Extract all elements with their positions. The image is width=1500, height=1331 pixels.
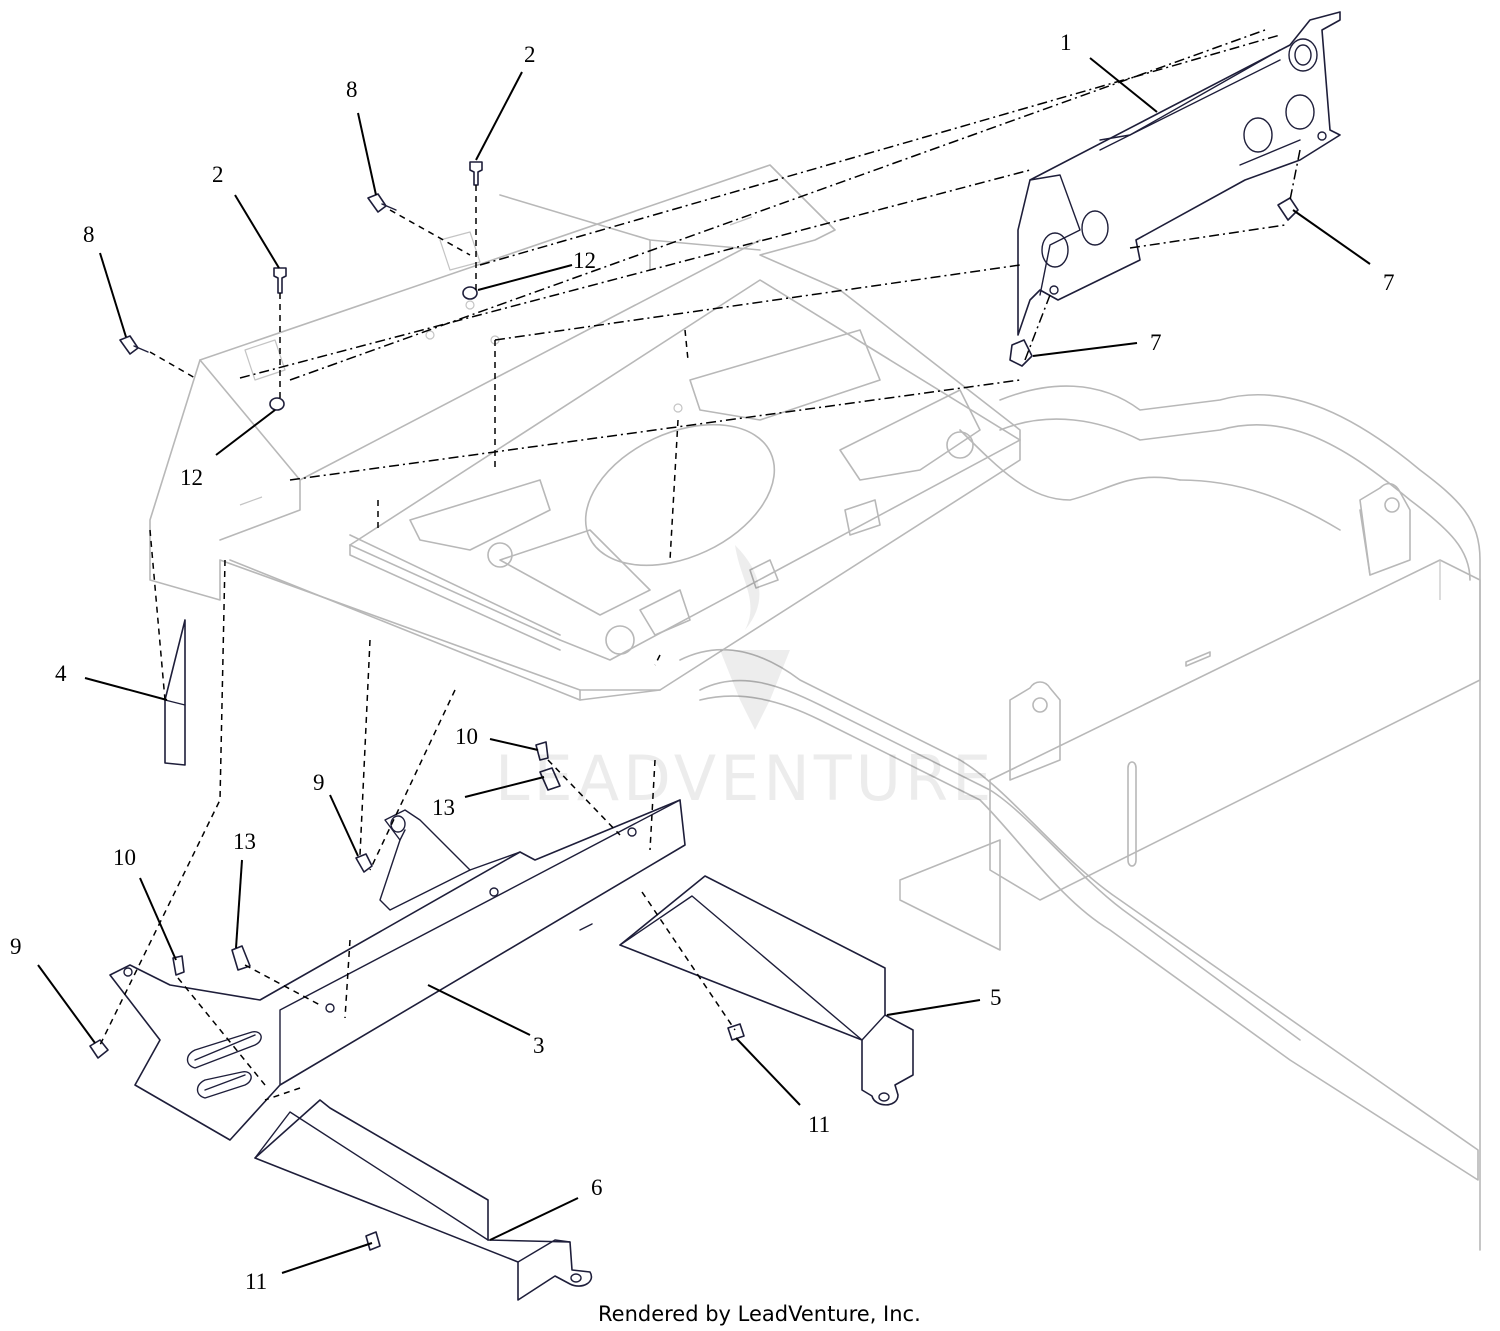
callout-9: 9 xyxy=(10,934,22,959)
callout-13: 13 xyxy=(432,795,455,820)
callout-9: 9 xyxy=(313,770,325,795)
callout-10: 10 xyxy=(113,845,136,870)
part-5-shield xyxy=(619,875,914,1106)
callout-2: 2 xyxy=(524,42,536,67)
assembly-lines xyxy=(99,29,1301,1101)
callout-6: 6 xyxy=(591,1175,603,1200)
callout-3: 3 xyxy=(533,1033,545,1058)
callout-8: 8 xyxy=(346,77,358,102)
part-4-tab xyxy=(164,619,186,766)
frame-ghost xyxy=(149,164,1481,1251)
callout-10: 10 xyxy=(455,724,478,749)
callout-11: 11 xyxy=(245,1269,267,1294)
leadventure-watermark: LEADVENTURE xyxy=(495,545,995,815)
callout-13: 13 xyxy=(233,829,256,854)
callout-7: 7 xyxy=(1150,330,1162,355)
callout-7: 7 xyxy=(1383,270,1395,295)
part-1-bracket xyxy=(1017,11,1341,336)
callout-12: 12 xyxy=(180,465,203,490)
hardware xyxy=(89,161,1299,1251)
watermark-text: LEADVENTURE xyxy=(495,742,995,815)
part-3-bracket xyxy=(109,799,686,1141)
callout-2: 2 xyxy=(212,162,224,187)
callout-5: 5 xyxy=(990,985,1002,1010)
part-6-shield xyxy=(254,1099,593,1301)
leader-lines xyxy=(37,57,1371,1274)
footer-credit: Rendered by LeadVenture, Inc. xyxy=(598,1302,921,1326)
callout-11: 11 xyxy=(808,1112,830,1137)
callout-1: 1 xyxy=(1060,30,1072,55)
callout-12: 12 xyxy=(573,248,596,273)
callout-labels: 1 2 2 3 4 5 6 7 7 8 8 9 9 10 10 11 11 12… xyxy=(10,30,1395,1294)
callout-8: 8 xyxy=(83,222,95,247)
callout-4: 4 xyxy=(55,661,67,686)
